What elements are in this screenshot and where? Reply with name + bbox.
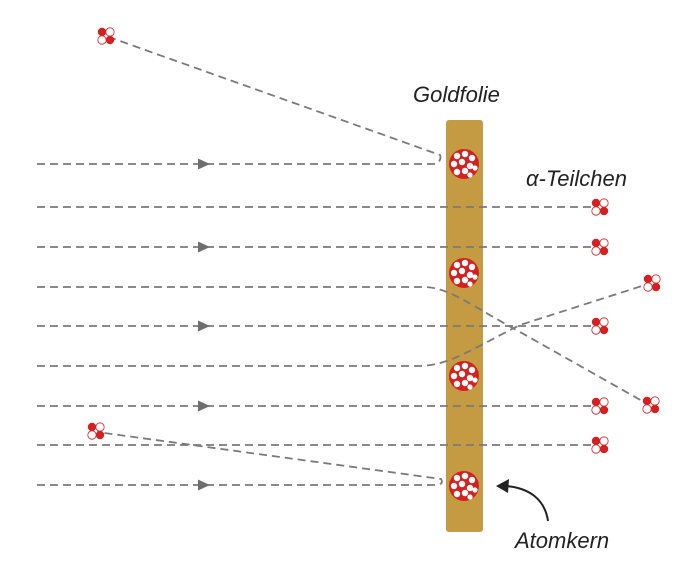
atomic-nucleus-label: Atomkern [515, 528, 610, 553]
trajectory-9-backscatter [37, 431, 443, 486]
alpha-particle-icon [642, 396, 660, 414]
alpha-particle-icon [97, 27, 115, 45]
arrowhead-icon [198, 241, 210, 253]
pointer-arrowhead-icon [496, 479, 509, 493]
arrowhead-icon [198, 400, 210, 412]
alpha-particle-icon [591, 198, 609, 216]
alpha-particle-icon [643, 274, 661, 292]
arrowhead-icon [198, 320, 210, 332]
arrowhead-icon [198, 479, 210, 491]
trajectory-1-backscatter [37, 35, 442, 165]
gold-foil-label: Goldfolie [413, 82, 500, 107]
alpha-particle-icon [591, 238, 609, 256]
trajectories [37, 35, 646, 486]
atomic-nucleus-icon [449, 361, 479, 391]
arrowhead-icon [198, 158, 210, 170]
gold-foil [446, 120, 483, 532]
alpha-particle-icon [87, 422, 105, 440]
atomic-nucleus-icon [449, 258, 479, 288]
atomic-nucleus-icon [449, 471, 479, 501]
alpha-particle-icon [591, 317, 609, 335]
alpha-particle-icon [591, 397, 609, 415]
trajectory-6-deflect-up [37, 284, 646, 367]
trajectory-4-deflect-down [37, 286, 645, 403]
atomic-nucleus-icon [449, 149, 479, 179]
alpha-particle-icon [591, 436, 609, 454]
alpha-particles-label: α-Teilchen [526, 166, 628, 191]
curved-pointer-arrow-icon [505, 485, 549, 522]
